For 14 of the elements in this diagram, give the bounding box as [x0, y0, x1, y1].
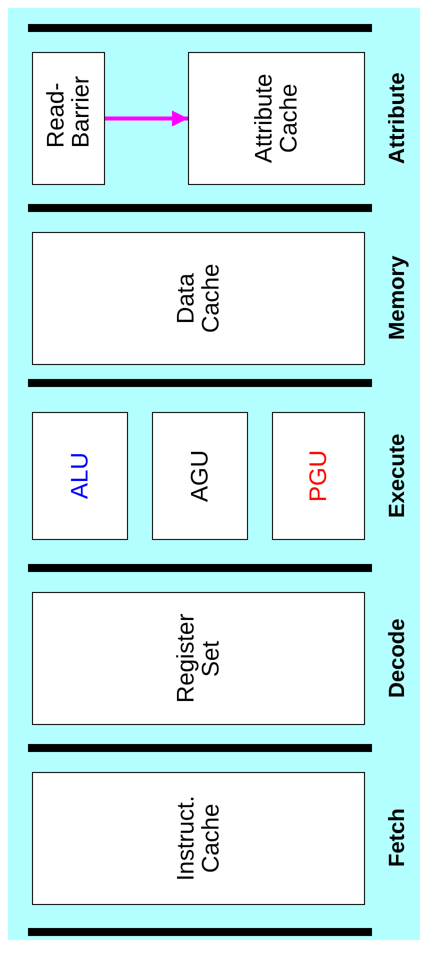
stage-label: Fetch — [383, 808, 410, 870]
unit-box: ALU — [32, 412, 128, 540]
unit-box: PGU — [272, 412, 365, 540]
unit-box: Register Set — [32, 592, 365, 725]
stage-label: Execute — [383, 432, 410, 520]
unit-box: Read-Barrier — [32, 52, 105, 185]
stage-label: Decode — [383, 617, 410, 700]
stage-label: Memory — [383, 254, 410, 342]
unit-box: Attribute Cache — [188, 52, 365, 185]
arrow — [105, 110, 188, 126]
stage-label: Attribute — [383, 71, 410, 166]
unit-box: AGU — [152, 412, 248, 540]
unit-box: Instruct. Cache — [32, 772, 365, 905]
unit-box: Data Cache — [32, 232, 365, 365]
